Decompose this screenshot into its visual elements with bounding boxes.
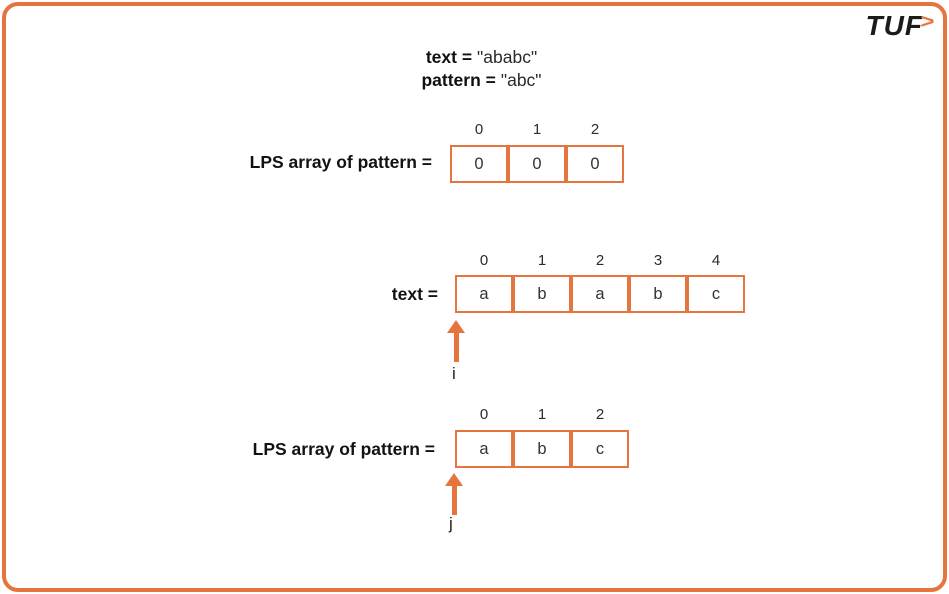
lps-array-label-bottom: LPS array of pattern = [252, 439, 435, 459]
header-definitions: text ="ababc" pattern ="abc" [7, 46, 949, 92]
array-cell: 0 [508, 145, 566, 183]
index-label: 0 [479, 252, 489, 269]
array-cell: 0 [450, 145, 508, 183]
pattern-definition-value: "abc" [500, 70, 542, 90]
arrow-shaft [451, 486, 457, 515]
index-label: 0 [479, 406, 489, 423]
text-array-cells: a b a b c [455, 275, 745, 313]
index-label: 1 [537, 252, 547, 269]
index-label: 3 [653, 252, 663, 269]
index-label: 0 [474, 121, 484, 138]
arrow-shaft [453, 333, 459, 362]
index-label: 4 [711, 252, 721, 269]
array-cell: 0 [566, 145, 624, 183]
lps-array-indices-top: 0 1 2 [450, 121, 624, 138]
array-cell: a [571, 275, 629, 313]
pointer-j-label: j [449, 514, 453, 533]
array-cell: b [629, 275, 687, 313]
text-definition-label: text = [425, 47, 473, 67]
text-definition-line: text ="ababc" [7, 46, 949, 69]
index-label: 2 [590, 121, 600, 138]
pointer-i-label: i [452, 364, 456, 383]
pointer-i-arrow-icon [447, 320, 465, 362]
text-definition-value: "ababc" [477, 47, 538, 67]
lps-array-cells-bottom: a b c [455, 430, 629, 468]
lps-array-indices-bottom: 0 1 2 [455, 406, 629, 423]
array-cell: a [455, 430, 513, 468]
array-cell: a [455, 275, 513, 313]
index-label: 2 [595, 406, 605, 423]
pointer-j-arrow-icon [445, 473, 463, 515]
index-label: 1 [532, 121, 542, 138]
arrow-head [447, 320, 465, 333]
index-label: 2 [595, 252, 605, 269]
text-array-label: text = [391, 284, 438, 304]
array-cell: c [571, 430, 629, 468]
arrow-head [445, 473, 463, 486]
tuf-logo: TUF> [865, 10, 935, 43]
pattern-definition-label: pattern = [421, 70, 496, 90]
array-cell: c [687, 275, 745, 313]
tuf-logo-arrow-icon: > [919, 10, 935, 34]
array-cell: b [513, 275, 571, 313]
index-label: 1 [537, 406, 547, 423]
text-array-indices: 0 1 2 3 4 [455, 252, 745, 269]
tuf-logo-text: TUF [865, 10, 923, 41]
lps-array-label-top: LPS array of pattern = [249, 152, 432, 172]
array-cell: b [513, 430, 571, 468]
pattern-definition-line: pattern ="abc" [7, 69, 949, 92]
lps-array-cells-top: 0 0 0 [450, 145, 624, 183]
